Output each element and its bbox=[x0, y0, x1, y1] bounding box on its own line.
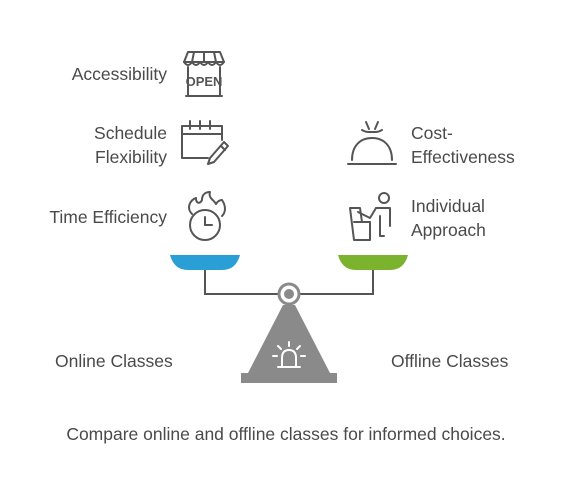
individual-approach-label-line2: Approach bbox=[411, 220, 486, 240]
right-pan bbox=[338, 255, 408, 270]
schedule-flexibility-label-line1: Schedule bbox=[94, 123, 167, 143]
online-classes-label: Online Classes bbox=[55, 351, 173, 371]
left-pan bbox=[170, 255, 240, 270]
individual-approach-label-line1: Individual bbox=[411, 196, 485, 216]
cost-effectiveness-label-line2: Effectiveness bbox=[411, 147, 515, 167]
clock-fire-icon bbox=[180, 190, 230, 244]
scale-pivot-inner bbox=[284, 289, 294, 299]
scale-stand bbox=[248, 305, 330, 373]
schedule-flexibility-label-line2: Flexibility bbox=[95, 147, 167, 167]
offline-classes-label: Offline Classes bbox=[391, 351, 509, 371]
alarm-light-icon bbox=[272, 341, 306, 368]
calendar-edit-icon bbox=[178, 118, 230, 170]
cost-effectiveness-label-line1: Cost- bbox=[411, 123, 453, 143]
accessibility-label: Accessibility bbox=[71, 64, 167, 84]
scale-base bbox=[241, 373, 337, 383]
time-efficiency-label: Time Efficiency bbox=[49, 207, 167, 227]
caption: Compare online and offline classes for i… bbox=[66, 424, 506, 444]
teacher-desk-icon bbox=[344, 190, 400, 244]
open-sign-icon: OPEN bbox=[178, 48, 230, 100]
open-sign-text: OPEN bbox=[186, 74, 223, 89]
service-bell-icon bbox=[344, 118, 400, 170]
